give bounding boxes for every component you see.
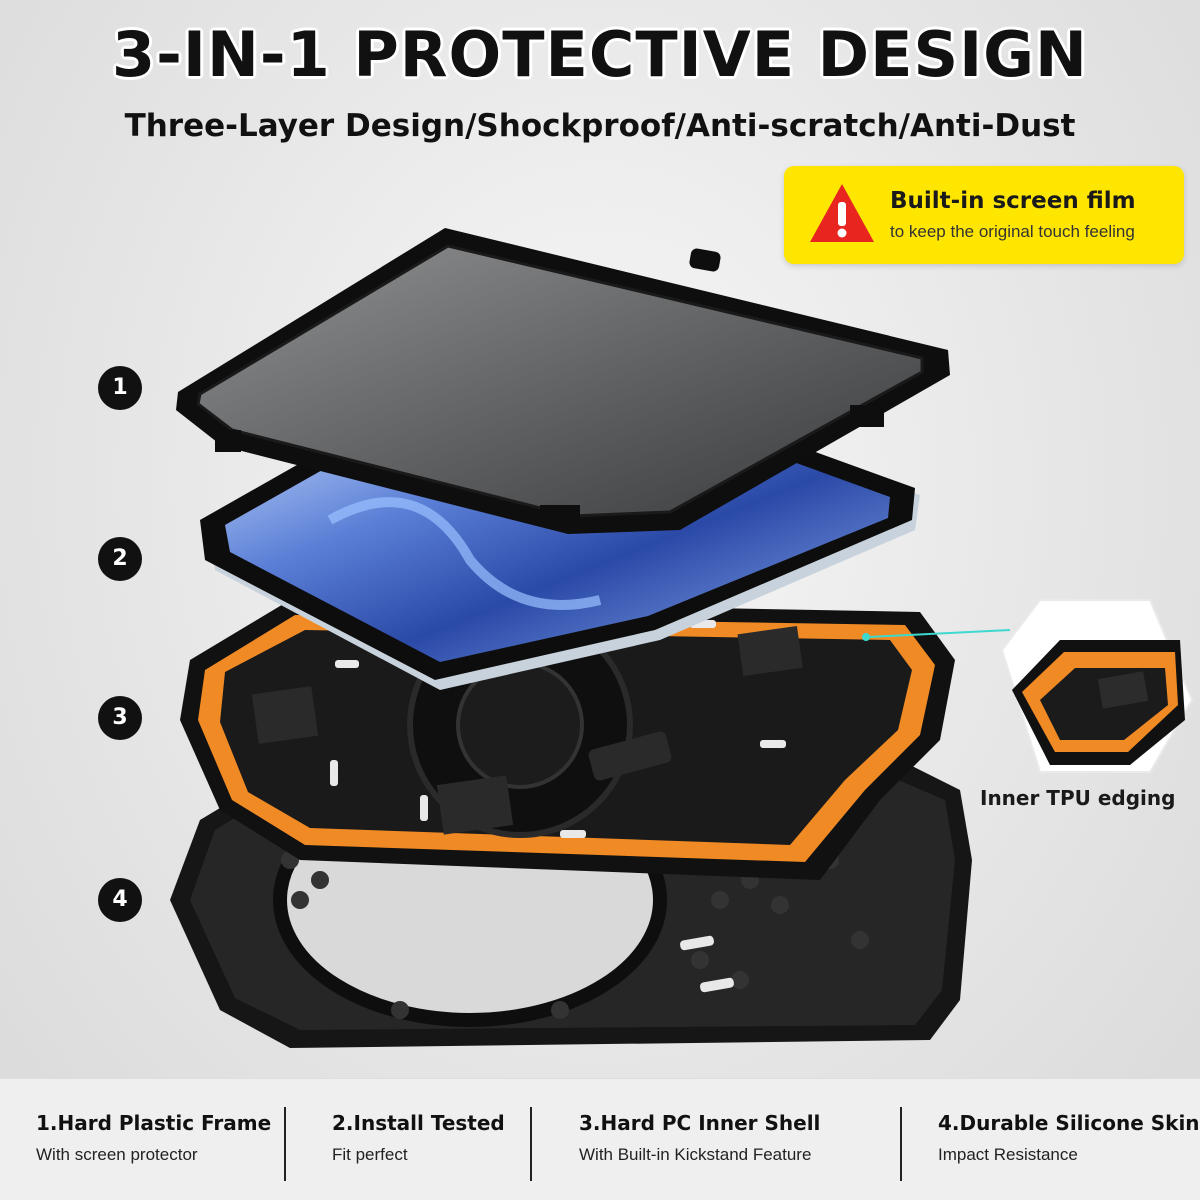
tpu-edging-label: Inner TPU edging: [980, 786, 1176, 810]
feature-item-1: 1.Hard Plastic Frame With screen protect…: [36, 1111, 271, 1165]
feature-subtitle: Impact Resistance: [938, 1145, 1078, 1164]
feature-subtitle: With screen protector: [36, 1145, 198, 1164]
layer-number-3: 3: [98, 696, 142, 740]
feature-divider: [284, 1107, 286, 1181]
feature-title: 2.Install Tested: [332, 1111, 505, 1135]
feature-subtitle: Fit perfect: [332, 1145, 408, 1164]
pc-inner-shell-layer: [180, 600, 955, 880]
layer-number-1: 1: [98, 366, 142, 410]
hard-plastic-frame-layer: [176, 228, 950, 534]
warning-icon: [810, 184, 874, 242]
feature-title: 4.Durable Silicone Skin: [938, 1111, 1200, 1135]
layer-number-2: 2: [98, 537, 142, 581]
feature-divider: [900, 1107, 902, 1181]
page-subtitle: Three-Layer Design/Shockproof/Anti-scrat…: [124, 108, 1076, 144]
page-title: 3-IN-1 PROTECTIVE DESIGN: [112, 18, 1088, 91]
feature-item-2: 2.Install Tested Fit perfect: [332, 1111, 505, 1165]
layer-number-4: 4: [98, 878, 142, 922]
callout-title: Built-in screen film: [890, 188, 1136, 214]
feature-item-3: 3.Hard PC Inner Shell With Built-in Kick…: [579, 1111, 820, 1165]
callout-text: to keep the original touch feeling: [890, 222, 1135, 241]
feature-title: 3.Hard PC Inner Shell: [579, 1111, 821, 1135]
tpu-detail-zoom: [862, 599, 1194, 773]
feature-subtitle: With Built-in Kickstand Feature: [579, 1145, 812, 1164]
feature-strip: 1.Hard Plastic Frame With screen protect…: [0, 1078, 1200, 1200]
screen-film-callout: Built-in screen film to keep the origina…: [784, 166, 1184, 264]
feature-title: 1.Hard Plastic Frame: [36, 1111, 272, 1135]
feature-item-4: 4.Durable Silicone Skin Impact Resistanc…: [938, 1111, 1200, 1165]
feature-divider: [530, 1107, 532, 1181]
